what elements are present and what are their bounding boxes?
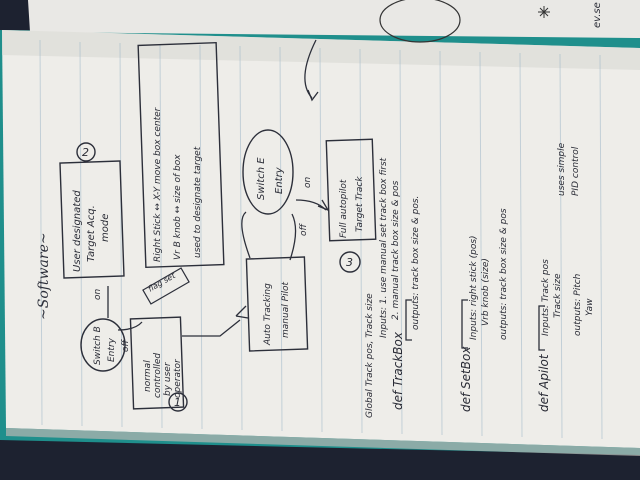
svg-text:Auto Tracking: Auto Tracking [263, 283, 273, 346]
def-setbox: def SetBox [459, 346, 473, 412]
svg-text:controlled: controlled [153, 353, 163, 398]
svg-text:mode: mode [100, 214, 111, 242]
svg-text:by user: by user [163, 361, 173, 396]
svg-text:Target Track: Target Track [355, 176, 365, 232]
page-heading: ~Software~ [36, 232, 52, 320]
def-apilot: def Apilot [537, 353, 551, 412]
svg-text:Target Acq.: Target Acq. [86, 205, 97, 262]
switch-e-subtitle: Entry [274, 166, 285, 194]
svg-text:outputs: track box size & pos.: outputs: track box size & pos. [411, 196, 421, 330]
switch-b-subtitle: Entry [107, 337, 117, 362]
svg-text:2. manual track box size & pos: 2. manual track box size & pos [391, 180, 401, 320]
step-3-number: 3 [346, 256, 353, 269]
svg-text:Inputs: right stick (pos): Inputs: right stick (pos) [469, 235, 479, 340]
switch-b-off-label: off [121, 338, 131, 352]
svg-text:Vr B knob ↔ size of box: Vr B knob ↔ size of box [173, 154, 183, 260]
svg-text:Right Stick ↔ X-Y move box cen: Right Stick ↔ X-Y move box center [153, 106, 163, 262]
flag-set-box [142, 267, 190, 305]
switch-e-off-label: off [299, 222, 309, 236]
switch-b-circle [80, 318, 126, 372]
step-2-number: 2 [82, 146, 89, 159]
auto-tracking-box [245, 256, 309, 352]
control-mapping-box [137, 41, 225, 269]
switch-e-circle [242, 129, 294, 215]
diagram-connectors [107, 39, 330, 337]
svg-text:ev.se: ev.se [592, 2, 603, 28]
svg-text:PID control: PID control [571, 146, 581, 196]
ruled-lines [39, 39, 603, 440]
svg-text:normal: normal [143, 360, 153, 392]
svg-text:User designated: User designated [72, 190, 83, 272]
svg-text:Vrb knob (size): Vrb knob (size) [481, 258, 491, 326]
svg-text:Inputs: Track pos: Inputs: Track pos [541, 259, 551, 336]
switch-b-title: Switch B [93, 326, 103, 365]
svg-text:Yaw: Yaw [585, 298, 595, 316]
global-vars-note: Global Track pos, Track size [365, 293, 375, 418]
svg-text:outputs: track box size & pos: outputs: track box size & pos [499, 208, 509, 340]
pid-note: uses simple [557, 142, 567, 196]
step-1-circle [168, 392, 188, 412]
svg-text:manual Pilot: manual Pilot [281, 281, 291, 338]
full-autopilot-box [325, 138, 377, 242]
svg-text:outputs: Pitch: outputs: Pitch [573, 273, 583, 336]
switch-e-title: Switch E [256, 157, 267, 200]
switch-b-on-label: on [93, 288, 103, 300]
def-trackbox: def TrackBox [391, 331, 405, 410]
svg-text:Inputs: 1. use manual set trac: Inputs: 1. use manual set track box firs… [379, 157, 389, 338]
step-2-circle [76, 142, 96, 162]
switch-e-on-label: on [303, 176, 313, 188]
svg-text:used to designate target: used to designate target [193, 146, 203, 258]
user-target-box [59, 160, 125, 279]
top-page-fragments: ev.se [379, 0, 603, 43]
normal-mode-box [129, 316, 185, 410]
step-3-circle [339, 251, 361, 273]
step-1-number: 1 [174, 396, 181, 409]
svg-text:operator: operator [173, 358, 183, 398]
svg-text:Track size: Track size [553, 273, 563, 318]
svg-text:Full autopilot: Full autopilot [339, 179, 349, 238]
